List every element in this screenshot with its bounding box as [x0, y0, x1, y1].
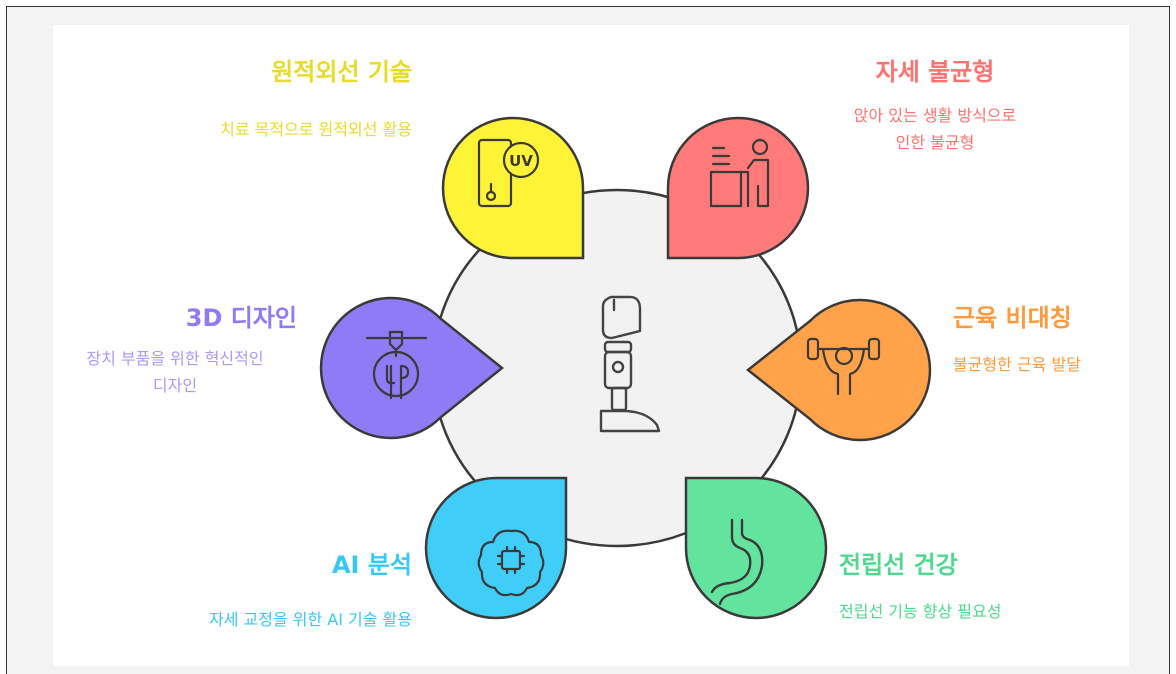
title-prostate: 전립선 건강 [839, 551, 958, 579]
3d-printer-icon [365, 330, 428, 400]
ai-brain-chip-icon [477, 529, 545, 597]
uv-device-icon: UV [477, 138, 540, 208]
desc-design-line2: 디자인 [152, 376, 198, 395]
title-muscle: 근육 비대칭 [953, 304, 1072, 332]
desc-posture-line1: 앉아 있는 생활 방식으로 [853, 106, 1017, 125]
desc-posture-line2: 인한 불균형 [895, 133, 975, 152]
title-ai: AI 분석 [331, 551, 412, 579]
prosthetic-leg-icon [599, 295, 661, 433]
petal-ai [424, 476, 568, 620]
desc-prostate: 전립선 기능 향상 필요성 [839, 602, 1002, 621]
organ-icon [710, 518, 764, 606]
person-at-desk-icon [709, 138, 770, 208]
svg-text:UV: UV [509, 152, 533, 170]
desc-design-line1: 장치 부품을 위한 혁신적인 [86, 349, 264, 368]
desc-muscle: 불균형한 근육 발달 [953, 355, 1081, 374]
title-posture: 자세 불균형 [875, 58, 995, 86]
petal-posture [666, 116, 810, 260]
desc-uv: 치료 목적으로 원적외선 활용 [220, 120, 412, 139]
weightlifter-icon [806, 337, 881, 396]
petal-design [319, 296, 504, 440]
desc-ai: 자세 교정을 위한 AI 기술 활용 [208, 610, 412, 629]
petal-prostate [684, 476, 828, 620]
title-uv: 원적외선 기술 [271, 58, 412, 86]
petal-uv [441, 116, 585, 260]
title-design: 3D 디자인 [185, 304, 297, 332]
petal-muscle [745, 298, 932, 442]
